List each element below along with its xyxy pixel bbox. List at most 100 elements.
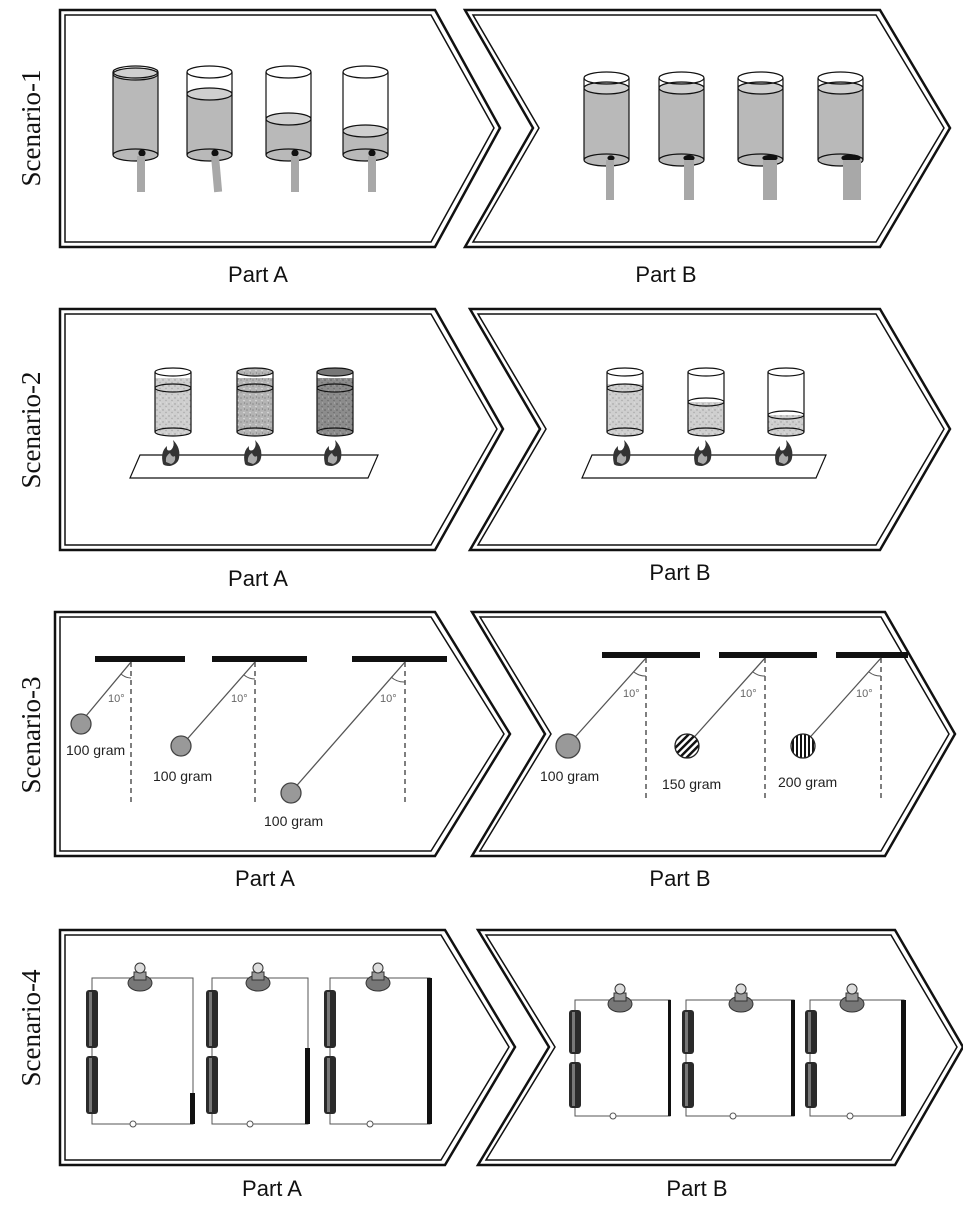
battery-icon (569, 1010, 581, 1054)
switch-icon (129, 1120, 137, 1128)
scenario-4-part-b-frame (475, 928, 963, 1167)
scenario-4-part-b-circuits (569, 983, 906, 1120)
battery-icon (86, 990, 98, 1048)
battery-icon (682, 1062, 694, 1108)
heated-beaker (606, 367, 644, 437)
scenario-2-part-b-label: Part B (649, 560, 710, 585)
flame-icon (162, 440, 180, 466)
electric-circuit (805, 983, 906, 1120)
scenario-2-part-a-label: Part A (228, 566, 288, 591)
scenario-2-part-a-frame (58, 307, 505, 552)
scenario-2-label: Scenario-2 (16, 372, 46, 489)
scenario-4-part-a-frame (58, 928, 517, 1167)
water-container (658, 71, 705, 200)
resistance-wire (791, 1000, 795, 1116)
scenario-3-part-b-frame (469, 610, 957, 858)
bench-plate (581, 454, 827, 479)
heated-beaker (767, 367, 805, 437)
electric-circuit (324, 962, 432, 1128)
pendulum-mass-label: 100 gram (153, 768, 212, 784)
battery-icon (682, 1010, 694, 1054)
pendulum-support (836, 652, 908, 658)
electric-circuit (86, 962, 195, 1128)
heated-beaker (316, 367, 354, 437)
resistance-wire (305, 1048, 310, 1124)
pendulum-angle-label: 10° (623, 688, 640, 700)
electric-circuit (682, 983, 795, 1120)
bulb-icon (728, 983, 754, 1013)
flame-icon (613, 440, 631, 466)
pendulum-support (719, 652, 817, 658)
scenario-1-part-a-containers (112, 65, 389, 193)
switch-icon (846, 1112, 854, 1120)
electric-circuit (569, 983, 671, 1120)
battery-icon (206, 990, 218, 1048)
heated-beaker (154, 367, 192, 437)
water-container (112, 65, 159, 192)
pendulum: 10° 200 gram (778, 657, 882, 800)
bulb-icon (127, 962, 153, 992)
flame-icon (775, 440, 793, 466)
scenario-1-part-a-label: Part A (228, 262, 288, 287)
bulb-icon (365, 962, 391, 992)
pendulum: 10° 100 gram (153, 661, 256, 805)
water-container (817, 71, 864, 200)
water-container (186, 65, 233, 193)
water-container (583, 71, 630, 200)
bulb-icon (245, 962, 271, 992)
switch-icon (729, 1112, 737, 1120)
resistance-wire (668, 1000, 671, 1116)
pendulum-mass-label: 100 gram (66, 742, 125, 758)
scenario-1-part-a-frame (58, 8, 502, 249)
water-container (737, 71, 784, 200)
pendulum-angle-label: 10° (108, 693, 125, 705)
flame-icon (324, 440, 342, 466)
scenario-2-part-a-setup (129, 367, 379, 479)
battery-icon (569, 1062, 581, 1108)
water-container (342, 65, 389, 192)
scenario-2-part-b-setup (581, 367, 827, 479)
pendulum-angle-label: 10° (231, 693, 248, 705)
pendulum-support (95, 656, 185, 662)
pendulum-mass-label: 150 gram (662, 776, 721, 792)
pendulum: 10° 100 gram (540, 657, 647, 800)
scenario-1-part-b-containers (583, 71, 864, 200)
switch-icon (366, 1120, 374, 1128)
resistance-wire (901, 1000, 906, 1116)
pendulum-mass-label: 100 gram (264, 813, 323, 829)
switch-icon (246, 1120, 254, 1128)
electric-circuit (206, 962, 310, 1128)
scenario-3-label: Scenario-3 (16, 677, 46, 794)
bulb-icon (607, 983, 633, 1013)
pendulum-mass-label: 100 gram (540, 768, 599, 784)
battery-icon (86, 1056, 98, 1114)
battery-icon (324, 990, 336, 1048)
pendulum-angle-label: 10° (380, 693, 397, 705)
bulb-icon (839, 983, 865, 1013)
pendulum: 10° 100 gram (264, 661, 406, 829)
battery-icon (206, 1056, 218, 1114)
scenario-3-part-b-label: Part B (649, 866, 710, 891)
flame-icon (694, 440, 712, 466)
water-container (265, 65, 312, 192)
scenario-4-label: Scenario-4 (16, 969, 46, 1086)
pendulum: 10° 150 gram (662, 657, 766, 800)
flame-icon (244, 440, 262, 466)
scenario-4-part-b-label: Part B (666, 1176, 727, 1201)
scenario-1-part-b-frame (462, 8, 952, 249)
scenario-1-label: Scenario-1 (16, 70, 46, 187)
resistance-wire (427, 978, 432, 1124)
pendulum-mass-label: 200 gram (778, 774, 837, 790)
scenario-3-part-a-pendulums: 10° 100 gram 10° 100 gram 10° 100 gram (66, 656, 447, 829)
bench-plate (129, 454, 379, 479)
scenario-3-part-a-label: Part A (235, 866, 295, 891)
pendulum-angle-label: 10° (740, 688, 757, 700)
scenario-2-part-b-frame (467, 307, 952, 552)
heated-beaker (236, 367, 274, 437)
pendulum-support (352, 656, 447, 662)
battery-icon (805, 1010, 817, 1054)
switch-icon (609, 1112, 617, 1120)
battery-icon (805, 1062, 817, 1108)
scenario-1-part-b-label: Part B (635, 262, 696, 287)
